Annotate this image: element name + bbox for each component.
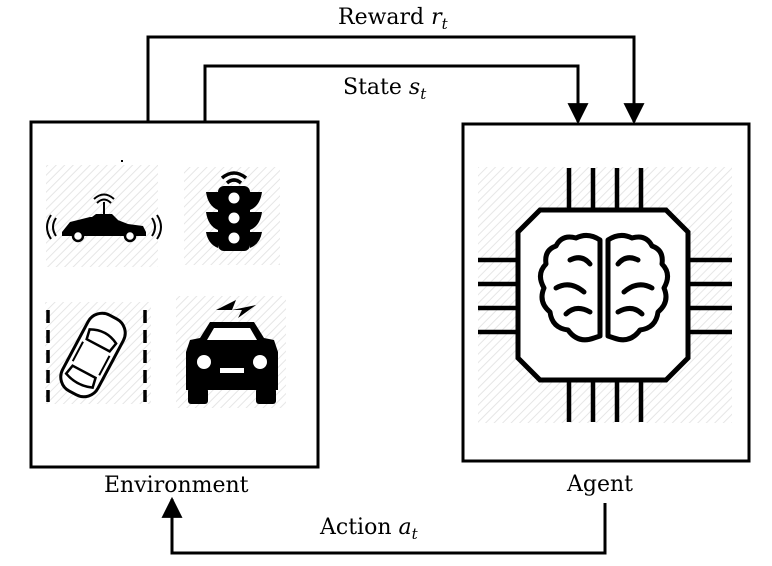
electric-car-icon — [176, 296, 286, 408]
environment-label: Environment — [104, 473, 249, 498]
reward-label: Reward rt — [338, 5, 449, 33]
lane-keeping-car-icon — [45, 302, 151, 404]
reward-arrow — [146, 35, 645, 125]
action-label: Action at — [319, 515, 419, 543]
action-arrow — [161, 496, 607, 555]
traffic-light-icon — [184, 167, 280, 265]
agent-label: Agent — [566, 472, 633, 497]
ai-chip-brain-icon — [478, 167, 732, 423]
connected-car-icon — [46, 165, 162, 267]
state-label: State st — [343, 75, 427, 103]
state-arrow — [203, 64, 589, 125]
